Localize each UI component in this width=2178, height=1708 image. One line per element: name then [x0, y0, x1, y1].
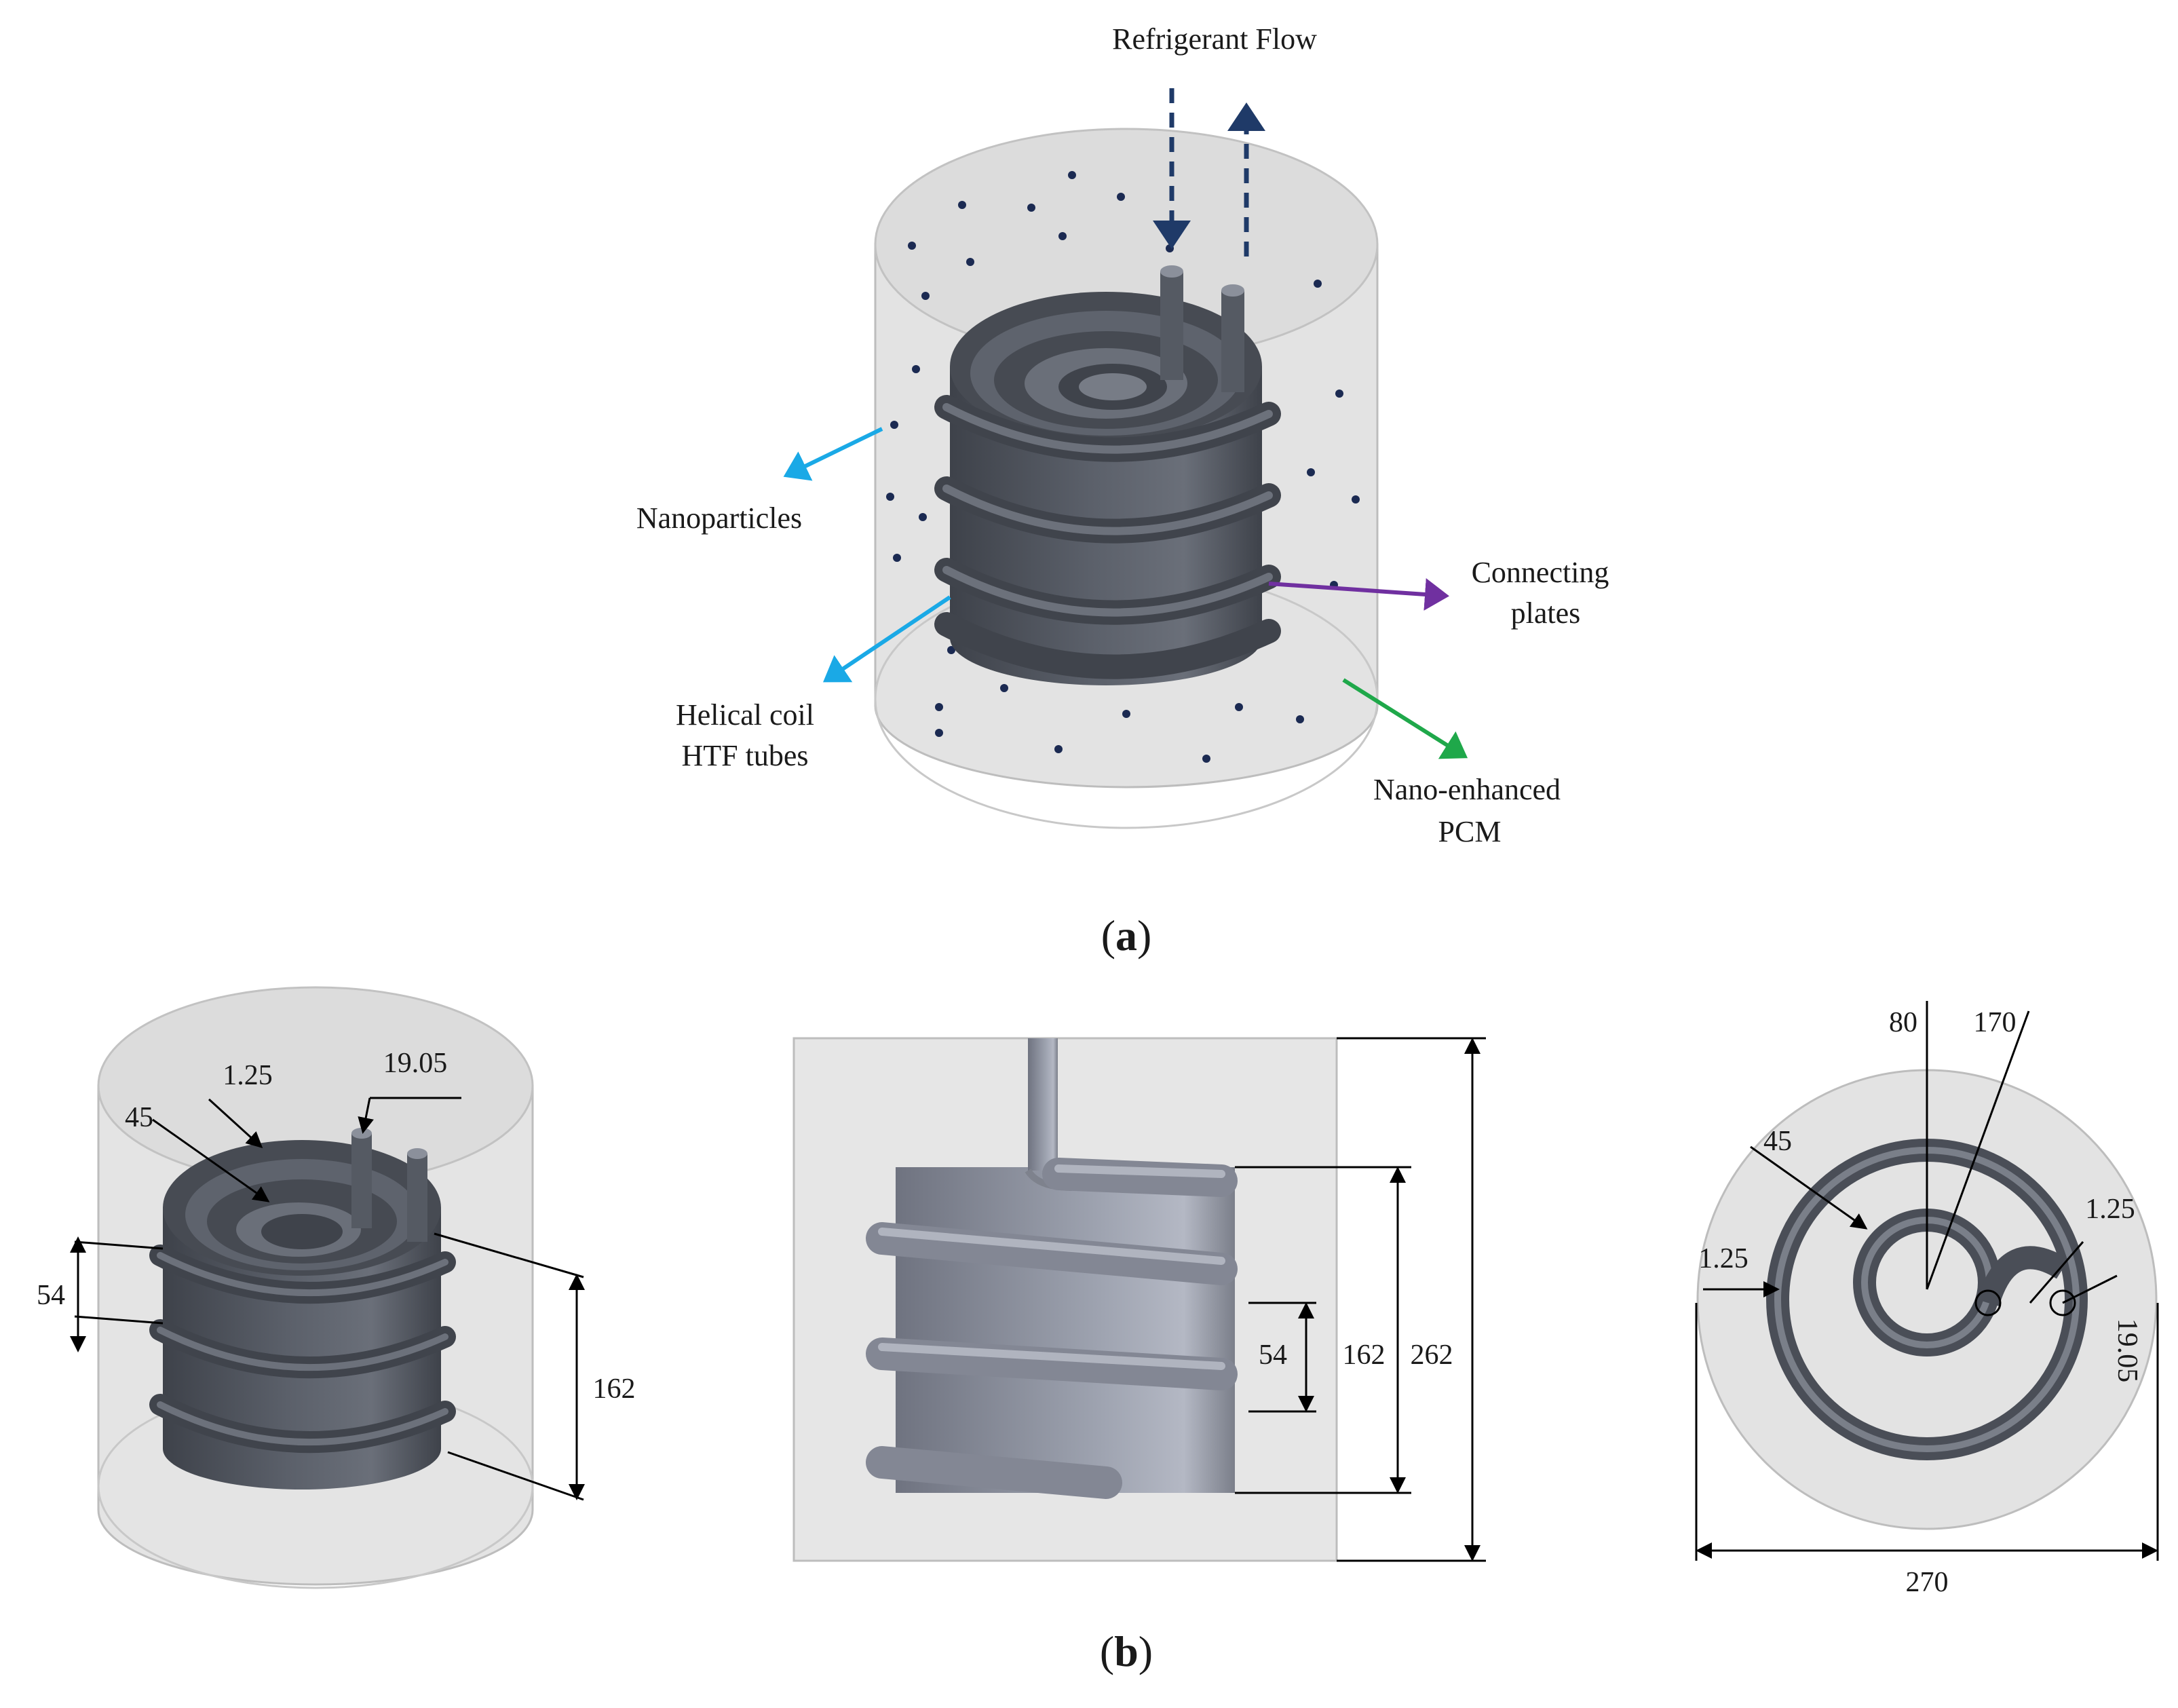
helical-coil — [934, 265, 1281, 685]
nanoparticles-label: Nanoparticles — [636, 501, 802, 535]
panel-a-caption: (a) — [1101, 911, 1152, 960]
panel-b-side-view: 54 162 262 — [792, 1037, 1486, 1562]
top-dim-80: 80 — [1889, 1007, 1917, 1038]
nanoparticles-arrow — [783, 427, 883, 481]
iso-dim-1-25: 1.25 — [223, 1060, 273, 1091]
side-coil-turns — [866, 1158, 1238, 1499]
connecting-plates-label-line2: plates — [1511, 596, 1581, 630]
nepcm-label-line2: PCM — [1438, 815, 1502, 848]
top-dim-170: 170 — [1974, 1007, 2017, 1038]
top-dim-270: 270 — [1906, 1567, 1949, 1598]
nepcm-label-line1: Nano-enhanced — [1373, 773, 1561, 806]
side-dim-262: 262 — [1411, 1340, 1453, 1371]
top-dim-45: 45 — [1763, 1126, 1792, 1157]
top-dim-1-25-right: 1.25 — [2085, 1194, 2135, 1225]
connecting-plates-label-line1: Connecting — [1472, 556, 1609, 589]
helical-coil-label-line1: Helical coil — [676, 698, 814, 732]
top-dim-1-25-left: 1.25 — [1698, 1243, 1749, 1274]
helical-coil-arrow — [823, 595, 951, 683]
iso-dim-162: 162 — [593, 1373, 636, 1405]
side-dimension-lines — [1235, 1037, 1486, 1562]
side-dim-54: 54 — [1259, 1340, 1287, 1371]
iso-dim-19-05: 19.05 — [383, 1048, 448, 1079]
refrigerant-flow-label: Refrigerant Flow — [1112, 22, 1317, 56]
side-dim-162: 162 — [1343, 1340, 1386, 1371]
iso-dim-54: 54 — [37, 1280, 65, 1311]
iso-coil — [149, 1128, 456, 1489]
top-dim-19-05: 19.05 — [2112, 1318, 2143, 1383]
iso-dim-45: 45 — [125, 1102, 153, 1133]
connecting-plates-arrow — [1268, 577, 1449, 611]
panel-a: Refrigerant Flow Nanoparticles Connectin… — [636, 22, 1609, 960]
nanoparticles — [886, 171, 1360, 763]
iso-dimension-lines — [70, 1097, 585, 1501]
panel-b-isometric-view: 1.25 19.05 45 54 162 — [37, 986, 636, 1589]
nepcm-arrow — [1342, 678, 1468, 759]
panel-b-top-view: 80 170 45 1.25 1.25 19.05 270 — [1695, 1001, 2159, 1598]
helical-coil-label-line2: HTF tubes — [682, 739, 809, 772]
top-dimension-lines — [1695, 1001, 2159, 1561]
panel-b-caption: (b) — [1100, 1627, 1153, 1675]
